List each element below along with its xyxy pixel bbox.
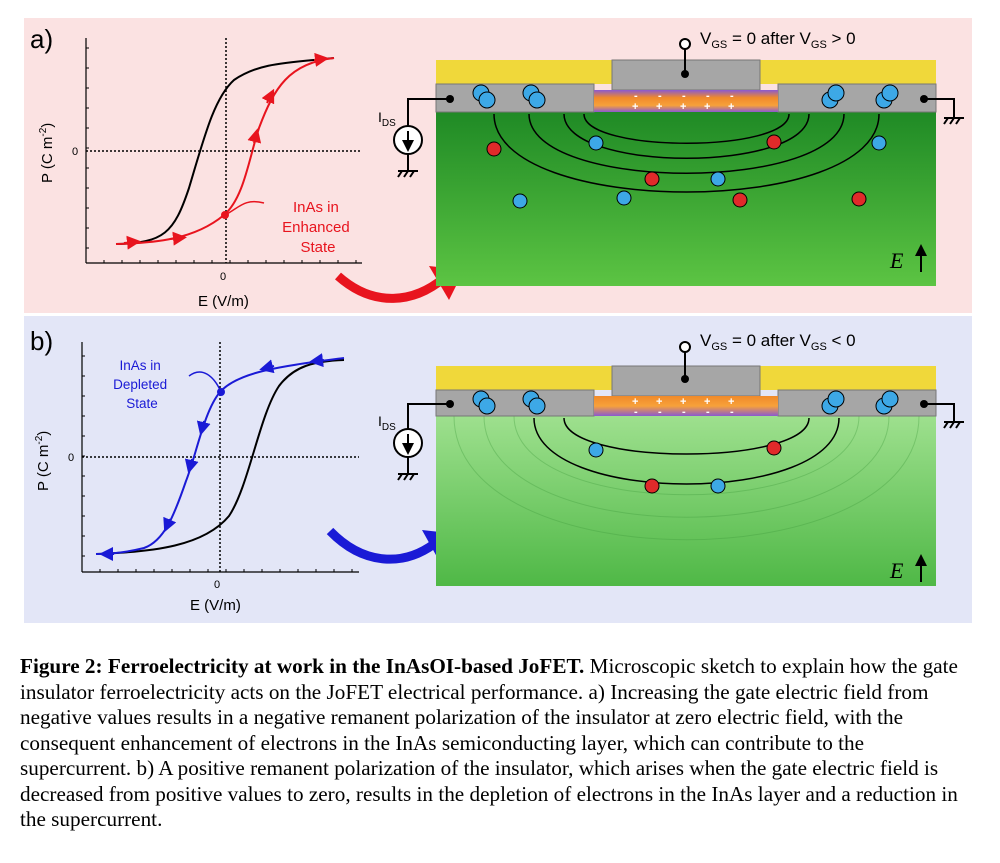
hysteresis-black-a xyxy=(115,57,335,245)
carriers-b xyxy=(588,440,782,494)
inas-channel-b xyxy=(436,416,936,586)
ferroelectric-layer-a xyxy=(594,90,778,112)
svg-text:+: + xyxy=(680,101,686,113)
svg-text:+: + xyxy=(704,396,710,408)
svg-text:-: - xyxy=(730,406,734,418)
field-label-a: E xyxy=(889,248,904,273)
panel-b: b) 0 0 E (V/m) P (C m-2) InAs xyxy=(24,316,972,623)
svg-text:-: - xyxy=(658,406,662,418)
gate-voltage-label-b: VGS = 0 after VGS < 0 xyxy=(700,331,856,353)
device-b: + + + + + - - - - - VGS = 0 after VGS < … xyxy=(378,331,964,586)
ids-label-b: IDS xyxy=(378,413,396,433)
xlabel-b: E (V/m) xyxy=(190,597,241,614)
svg-text:+: + xyxy=(656,101,662,113)
y-zero-b: 0 xyxy=(68,452,74,464)
figure-caption: Figure 2: Ferroelectricity at work in th… xyxy=(20,654,980,833)
ids-label-a: IDS xyxy=(378,109,396,129)
hysteresis-plot-b: 0 0 E (V/m) P (C m-2) InAs in Depleted S… xyxy=(34,342,359,614)
device-a: - - - - - + + + + + VGS = 0 after VGS > … xyxy=(378,29,964,286)
svg-text:-: - xyxy=(634,90,638,102)
y-zero-a: 0 xyxy=(72,146,78,158)
electrons-contacts-b xyxy=(472,390,899,415)
hysteresis-plot-a: 0 0 E (V/m) P (C m-2) InAs in Enhanced S… xyxy=(38,38,362,310)
charge-signs-a: - - - - - + + + + + xyxy=(632,90,734,113)
panel-b-svg: b) 0 0 E (V/m) P (C m-2) InAs xyxy=(30,326,964,614)
svg-text:+: + xyxy=(632,396,638,408)
svg-text:-: - xyxy=(682,406,686,418)
svg-text:-: - xyxy=(706,90,710,102)
panel-a-svg: a) 0 0 E (V/m) P (C m-2) InAs i xyxy=(30,24,964,310)
curved-arrow-b xyxy=(326,527,437,564)
electrons-contacts-a xyxy=(472,84,899,109)
svg-text:+: + xyxy=(680,396,686,408)
hysteresis-black-b xyxy=(95,359,345,555)
ylabel-b: P (C m-2) xyxy=(34,431,52,491)
x-zero-a: 0 xyxy=(220,271,226,283)
panel-a-label: a) xyxy=(30,24,53,54)
panel-b-label: b) xyxy=(30,326,53,356)
ylabel-a: P (C m-2) xyxy=(38,123,56,183)
caption-title: Figure 2: Ferroelectricity at work in th… xyxy=(20,654,585,678)
svg-text:+: + xyxy=(656,396,662,408)
svg-text:+: + xyxy=(728,396,734,408)
charge-signs-b: + + + + + - - - - - xyxy=(632,396,734,418)
ferroelectric-layer-b xyxy=(594,396,778,416)
caption-text: Microscopic sketch to explain how the ga… xyxy=(20,654,958,831)
carriers-a xyxy=(486,134,887,209)
gate-voltage-label-a: VGS = 0 after VGS > 0 xyxy=(700,29,856,51)
svg-text:-: - xyxy=(682,90,686,102)
x-zero-b: 0 xyxy=(214,579,220,591)
svg-text:+: + xyxy=(704,101,710,113)
curved-arrow-a xyxy=(335,272,447,303)
xlabel-a: E (V/m) xyxy=(198,293,249,310)
annotation-a: InAs in Enhanced State xyxy=(282,199,354,256)
svg-text:-: - xyxy=(730,90,734,102)
field-label-b: E xyxy=(889,558,904,583)
svg-text:+: + xyxy=(632,101,638,113)
panel-a: a) 0 0 E (V/m) P (C m-2) InAs i xyxy=(24,18,972,313)
svg-text:-: - xyxy=(706,406,710,418)
svg-text:-: - xyxy=(634,406,638,418)
annotation-b: InAs in Depleted State xyxy=(113,358,171,411)
svg-text:-: - xyxy=(658,90,662,102)
svg-text:+: + xyxy=(728,101,734,113)
